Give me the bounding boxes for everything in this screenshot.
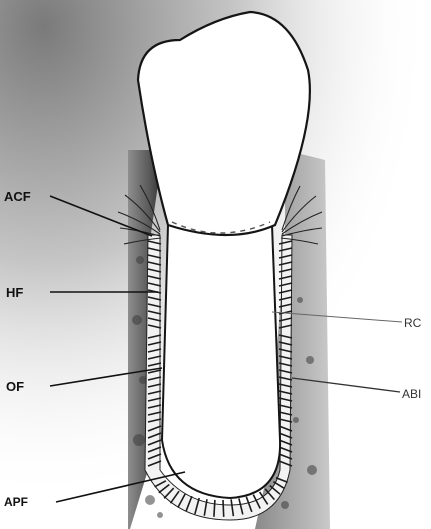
pdl-fiber: [223, 500, 224, 517]
label-of: OF: [6, 379, 24, 394]
label-apf: APF: [4, 495, 28, 509]
label-rc: RC: [404, 316, 422, 330]
tooth-crown: [138, 12, 310, 235]
tooth-root: [162, 225, 280, 498]
pdl-fiber: [214, 500, 215, 517]
label-acf: ACF: [4, 189, 31, 204]
label-hf: HF: [6, 285, 23, 300]
label-ab: ABI: [402, 387, 421, 401]
